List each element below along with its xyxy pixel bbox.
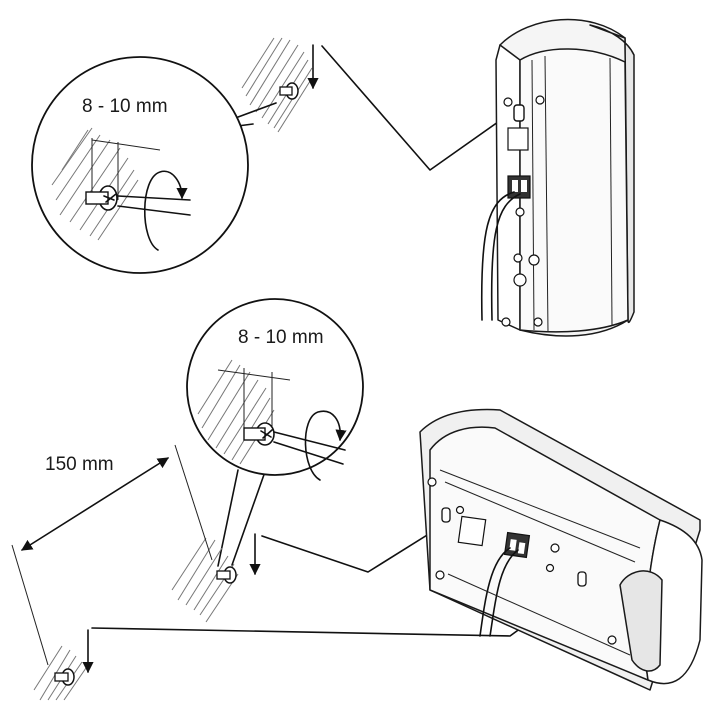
screw-icon bbox=[216, 566, 237, 584]
screw-spacing-dimension: 150 mm bbox=[11, 444, 213, 666]
detail-circle-bottom: 8 - 10 mm bbox=[186, 298, 364, 567]
spacing-label: 150 mm bbox=[45, 454, 114, 475]
middle-wall-screw-group bbox=[171, 533, 261, 623]
top-wall-screw-group bbox=[241, 37, 319, 133]
gap-label-top: 8 - 10 mm bbox=[82, 96, 168, 117]
lower-wall-screw-group bbox=[33, 629, 94, 701]
screw-icon bbox=[279, 82, 299, 100]
speaker-vertical bbox=[480, 18, 635, 337]
speaker-horizontal bbox=[419, 408, 703, 691]
detail-circle-top: 8 - 10 mm bbox=[31, 56, 277, 274]
middle-leader-line bbox=[261, 521, 449, 573]
speaker-terminal-icon bbox=[503, 531, 531, 559]
gap-label-bottom: 8 - 10 mm bbox=[238, 327, 324, 348]
wall-hatching-top bbox=[241, 37, 313, 133]
screw-icon bbox=[54, 668, 75, 686]
top-leader-line bbox=[321, 45, 516, 171]
